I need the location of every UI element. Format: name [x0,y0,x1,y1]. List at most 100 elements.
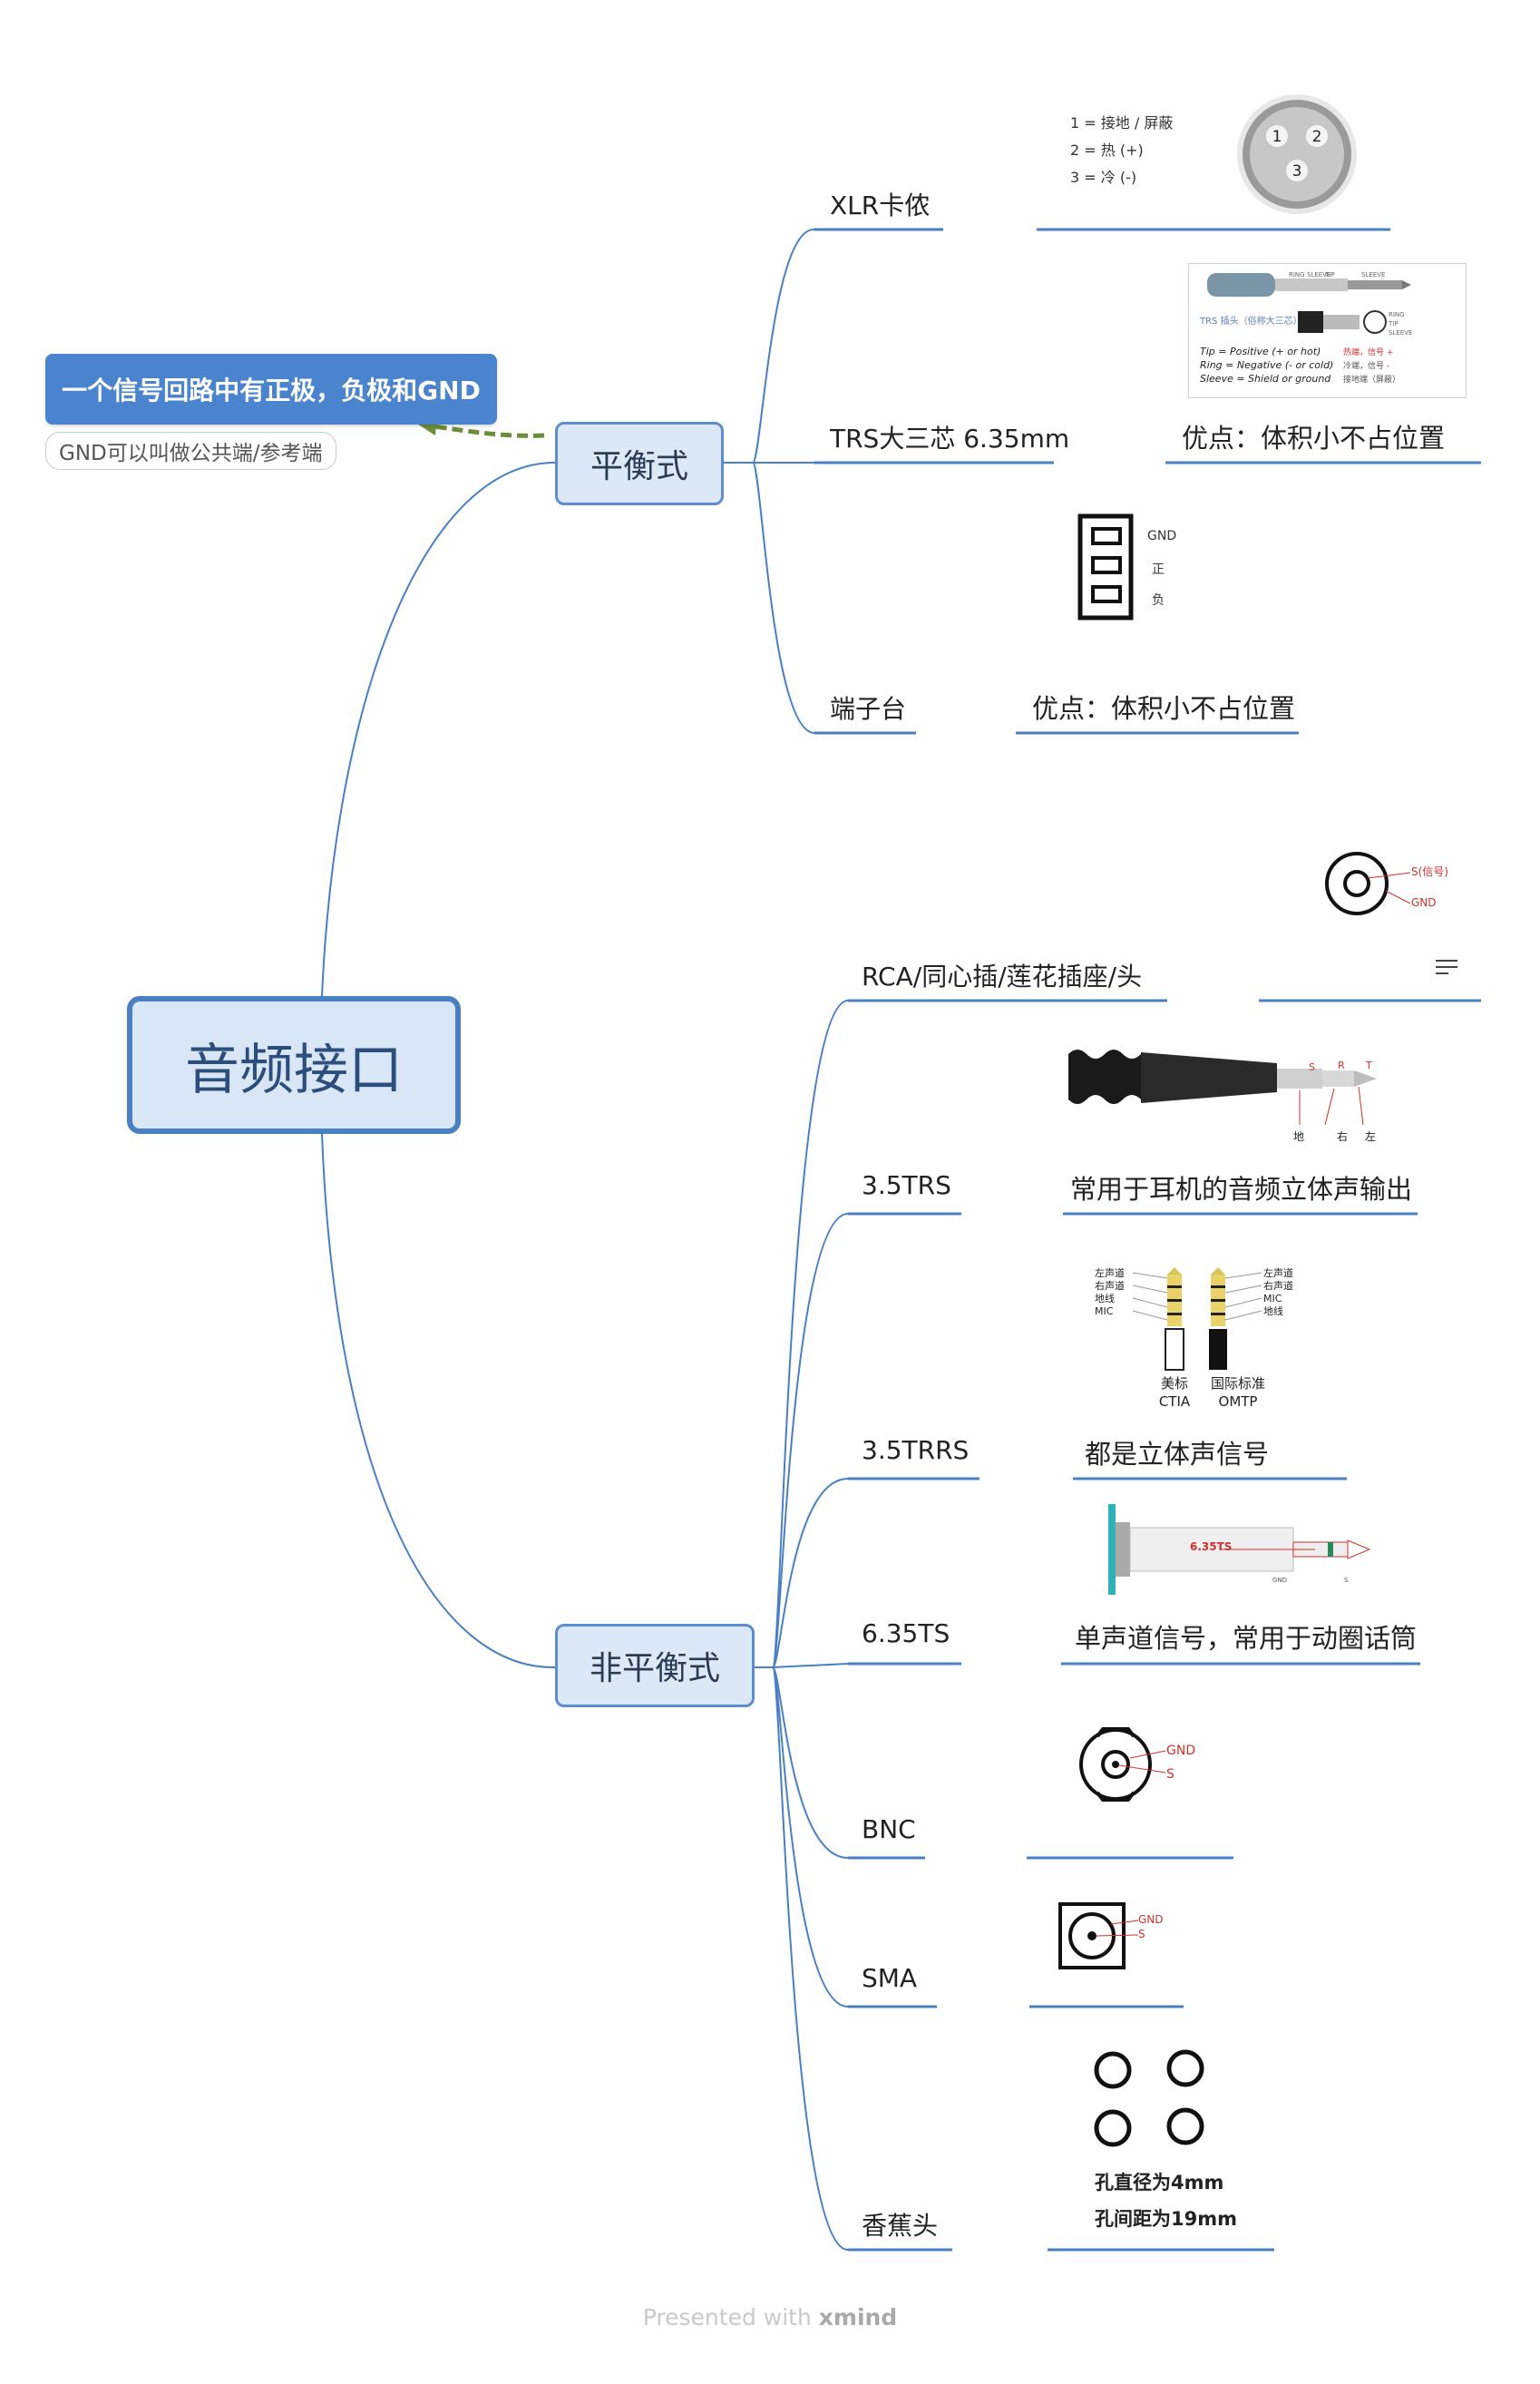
xlr-pin-3: 3 = 冷 (-) [1070,169,1137,186]
connector-unbalanced-rca [755,1000,849,1668]
trs-tag-tip-2: TIP [1388,320,1399,327]
callout-arrow [433,424,545,438]
note-terminal[interactable]: 优点：体积小不占位置 [1032,693,1296,724]
note-35trs[interactable]: 常用于耳机的音频立体声输出 [1070,1174,1413,1205]
rca-label-gnd: GND [1411,896,1437,909]
connector-unbalanced-635ts [772,1663,849,1668]
terminal-block-image: GND 正 负 [1075,513,1211,621]
banana-holes-icon [1094,2049,1204,2147]
trs35-label-s: S [1309,1061,1315,1073]
trrs-ctia-label-2: 右声道 [1095,1280,1125,1292]
trs-ring-line: Ring = Negative (- or cold) [1200,359,1333,371]
topic-unbalanced-label: 非平衡式 [589,1650,720,1687]
trs-tag-ring-1: RING [1289,271,1305,278]
note-35trrs[interactable]: 都是立体声信号 [1085,1439,1270,1470]
sma-label-s: S [1138,1928,1145,1940]
leaf-35trrs[interactable]: 3.5TRRS [862,1435,970,1465]
ts635-label-gnd: GND [1272,1577,1288,1584]
trs35-label-r: R [1338,1060,1345,1071]
bnc-label-gnd: GND [1166,1744,1196,1758]
trs-diagram-image: RING SLEEVE TIP SLEEVE RING TIP SLEEVE T… [1188,263,1467,398]
connector-unbalanced-35trrs [772,1478,849,1668]
connector-unbalanced-35trs [772,1213,849,1668]
trrs-omtp-name: OMTP [1218,1393,1258,1410]
bnc-connector-icon [1079,1727,1166,1802]
leaf-sma[interactable]: SMA [862,1963,918,1993]
connector-balanced-xlr [724,228,815,464]
xlr-connector-icon: 1 2 3 [1237,94,1357,214]
xlr-label-3: 3 [1292,162,1302,181]
leaf-xlr[interactable]: XLR卡侬 [830,191,931,220]
trs-tag-sleeve-3: SLEEVE [1389,329,1412,337]
notes-icon[interactable] [1436,960,1457,978]
sma-image: GND S [1057,1900,1193,1973]
topic-unbalanced[interactable]: 非平衡式 [555,1624,755,1707]
rca-label-s: S(信号) [1411,865,1448,878]
ts635-label: 6.35TS [1190,1540,1233,1553]
trs-tag-ring-2: RING [1389,311,1405,318]
rca-connector-icon [1325,852,1411,915]
presented-with-watermark: Presented with xmind [0,2304,1540,2330]
terminal-label-neg: 负 [1152,593,1165,608]
sma-connector-icon [1058,1902,1139,1969]
trs35-label-left: 左 [1365,1130,1377,1143]
trrs-ctia-label-1: 左声道 [1095,1267,1125,1279]
xlr-label-2: 2 [1312,128,1322,146]
sma-label-gnd: GND [1138,1913,1164,1926]
leaf-banana[interactable]: 香蕉头 [862,2211,939,2241]
topic-balanced[interactable]: 平衡式 [555,422,724,505]
banana-diameter: 孔直径为4mm [1095,2172,1224,2193]
trrs-ctia-std: 美标 [1160,1375,1188,1392]
note-trs[interactable]: 优点：体积小不占位置 [1182,423,1446,454]
connector-unbalanced-banana [772,1666,849,2251]
leaf-rca[interactable]: RCA/同心插/莲花插座/头 [862,962,1143,992]
topic-balanced-label: 平衡式 [590,448,688,485]
trs-title: TRS 插头（俗称大三芯） [1199,315,1302,327]
trs-tag-sleeve-1: SLEEVE [1307,271,1330,278]
terminal-label-pos: 正 [1152,562,1165,577]
trrs-omtp-label-2: 右声道 [1263,1280,1293,1292]
xlr-pin-2: 2 = 热 (+) [1070,142,1144,159]
leaf-35trs[interactable]: 3.5TRS [862,1170,951,1200]
connector-balanced-terminal [752,462,815,734]
xlr-pin-1: 1 = 接地 / 屏蔽 [1070,114,1174,132]
callout-box[interactable]: 一个信号回路中有正极，负极和GND [45,354,497,425]
trrs-omtp-label-4: 地线 [1263,1305,1283,1317]
trrs-plug-drawing [1132,1267,1262,1371]
ts635-label-s: S [1344,1577,1349,1584]
banana-spacing: 孔间距为19mm [1095,2208,1237,2230]
xlr-label-1: 1 [1272,128,1282,146]
callout-title: 一个信号回路中有正极，负极和GND [62,376,481,405]
trrs-ctia-name: CTIA [1158,1393,1191,1410]
callout-subtitle: GND可以叫做公共端/参考端 [45,432,336,470]
note-635ts[interactable]: 单声道信号，常用于动圈话筒 [1075,1623,1418,1654]
trs-tag-sleeve-2: SLEEVE [1361,271,1385,278]
trs-hot-note: 热端，信号 + [1343,347,1393,357]
leaf-terminal[interactable]: 端子台 [830,694,907,724]
trrs-ctia-label-4: MIC [1095,1305,1114,1317]
trs-sleeve-line: Sleeve = Shield or ground [1200,373,1331,385]
connector-root-balanced [321,462,556,997]
bnc-label-s: S [1166,1767,1174,1782]
leaf-bnc[interactable]: BNC [862,1814,916,1844]
leaf-635ts[interactable]: 6.35TS [862,1618,950,1648]
trrs-ctia-label-3: 地线 [1095,1293,1115,1304]
trs-plug-drawing: RING SLEEVE TIP SLEEVE RING TIP SLEEVE T… [1199,271,1412,385]
xlr-image: 1 = 接地 / 屏蔽 2 = 热 (+) 3 = 冷 (-) 1 2 3 [1052,91,1397,218]
trs35-label-t: T [1366,1060,1372,1071]
trs-ground-note: 接地端（屏蔽） [1343,374,1400,385]
connector-unbalanced-sma [772,1666,849,2008]
leaf-trs[interactable]: TRS大三芯 6.35mm [830,424,1070,454]
trs-tip-line: Tip = Positive (+ or hot) [1200,346,1321,357]
trrs-omtp-label-3: MIC [1263,1293,1282,1304]
root-topic[interactable]: 音频接口 [127,996,461,1134]
watermark-brand: xmind [818,2304,898,2330]
root-title: 音频接口 [185,1038,403,1102]
trs35-image: S R T 地 右 左 [1068,1027,1390,1145]
connector-unbalanced-bnc [772,1666,849,1859]
banana-image: 孔直径为4mm 孔间距为19mm [1084,2048,1238,2230]
trrs-omtp-std: 国际标准 [1210,1375,1265,1392]
trs-cold-note: 冷端，信号 - [1343,360,1389,371]
bnc-image: GND S [1079,1724,1215,1805]
